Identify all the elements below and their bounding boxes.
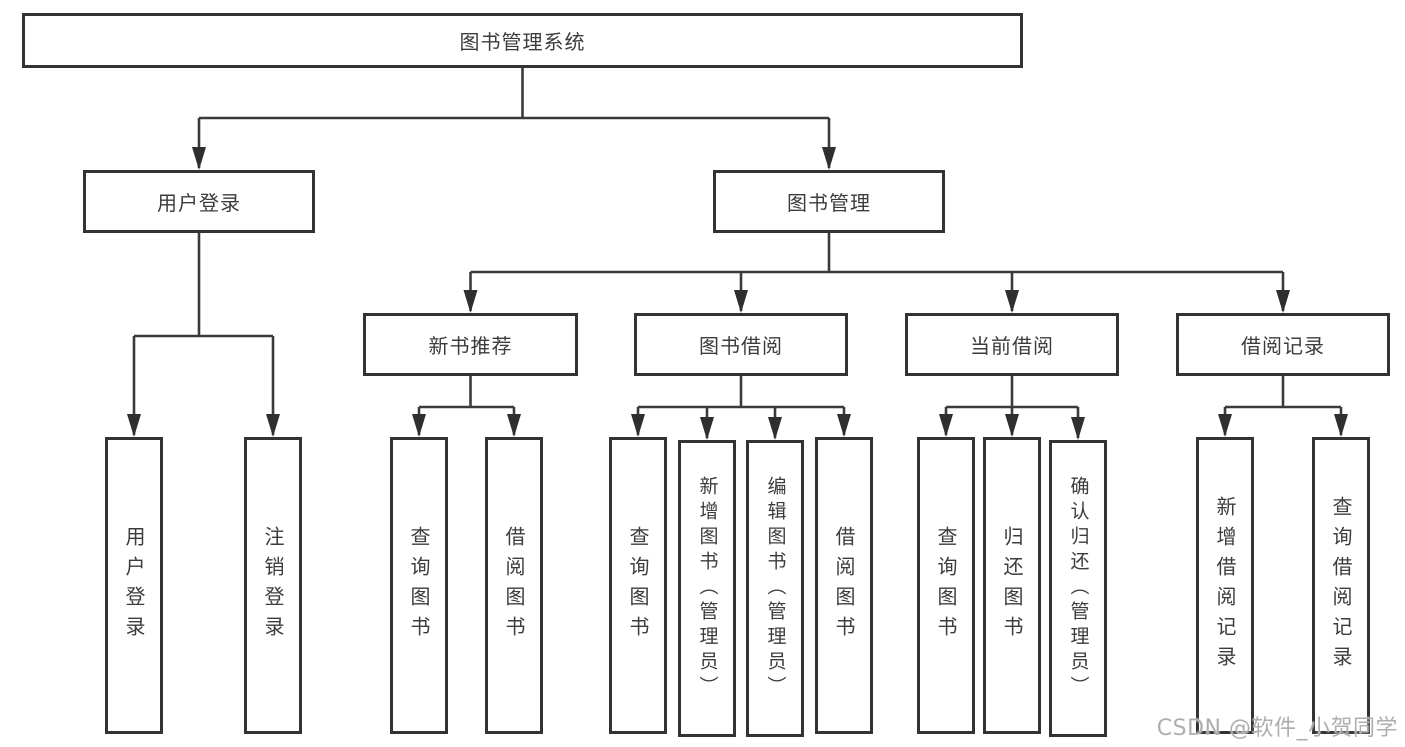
leaf-borrow-book-recommend: 借阅图书 — [485, 437, 543, 734]
leaf-user-login: 用户登录 — [105, 437, 163, 734]
leaf-logout-label: 注销登录 — [261, 525, 285, 646]
leaf-query-book-borrow: 查询图书 — [609, 437, 667, 734]
leaf-return-book-label: 归还图书 — [1000, 525, 1024, 646]
leaf-add-borrow-record-label: 新增借阅记录 — [1213, 495, 1237, 676]
node-book-management: 图书管理 — [713, 170, 945, 233]
leaf-add-borrow-record: 新增借阅记录 — [1196, 437, 1254, 734]
leaf-query-borrow-record-label: 查询借阅记录 — [1329, 495, 1353, 676]
leaf-edit-book-admin-label: 编辑图书（管理员） — [764, 476, 787, 701]
leaf-query-book-current: 查询图书 — [917, 437, 975, 734]
leaf-user-login-label: 用户登录 — [122, 525, 146, 646]
leaf-add-book-admin-label: 新增图书（管理员） — [696, 476, 719, 701]
node-user-login: 用户登录 — [83, 170, 315, 233]
node-new-book-recommend-label: 新书推荐 — [428, 334, 513, 358]
leaf-confirm-return-admin-label: 确认归还（管理员） — [1067, 476, 1090, 701]
node-current-borrow-label: 当前借阅 — [970, 334, 1054, 358]
leaf-borrow-book-recommend-label: 借阅图书 — [502, 525, 526, 646]
leaf-query-book-borrow-label: 查询图书 — [626, 525, 650, 646]
node-new-book-recommend: 新书推荐 — [363, 313, 578, 376]
node-root: 图书管理系统 — [22, 13, 1023, 68]
node-book-borrow-label: 图书借阅 — [699, 334, 783, 358]
leaf-query-book-recommend: 查询图书 — [390, 437, 448, 734]
node-root-label: 图书管理系统 — [459, 30, 586, 54]
leaf-borrow-book-borrow-label: 借阅图书 — [832, 525, 856, 646]
leaf-edit-book-admin: 编辑图书（管理员） — [746, 440, 804, 737]
node-borrow-record: 借阅记录 — [1176, 313, 1390, 376]
node-borrow-record-label: 借阅记录 — [1241, 334, 1325, 358]
leaf-add-book-admin: 新增图书（管理员） — [678, 440, 736, 737]
node-user-login-label: 用户登录 — [157, 191, 241, 215]
leaf-logout: 注销登录 — [244, 437, 302, 734]
leaf-confirm-return-admin: 确认归还（管理员） — [1049, 440, 1107, 737]
node-current-borrow: 当前借阅 — [905, 313, 1119, 376]
leaf-query-book-recommend-label: 查询图书 — [407, 525, 431, 646]
leaf-query-book-current-label: 查询图书 — [934, 525, 958, 646]
leaf-query-borrow-record: 查询借阅记录 — [1312, 437, 1370, 734]
node-book-borrow: 图书借阅 — [634, 313, 848, 376]
leaf-borrow-book-borrow: 借阅图书 — [815, 437, 873, 734]
csdn-watermark: CSDN @软件_小贺同学 — [1156, 716, 1398, 741]
leaf-return-book: 归还图书 — [983, 437, 1041, 734]
node-book-management-label: 图书管理 — [787, 191, 871, 215]
